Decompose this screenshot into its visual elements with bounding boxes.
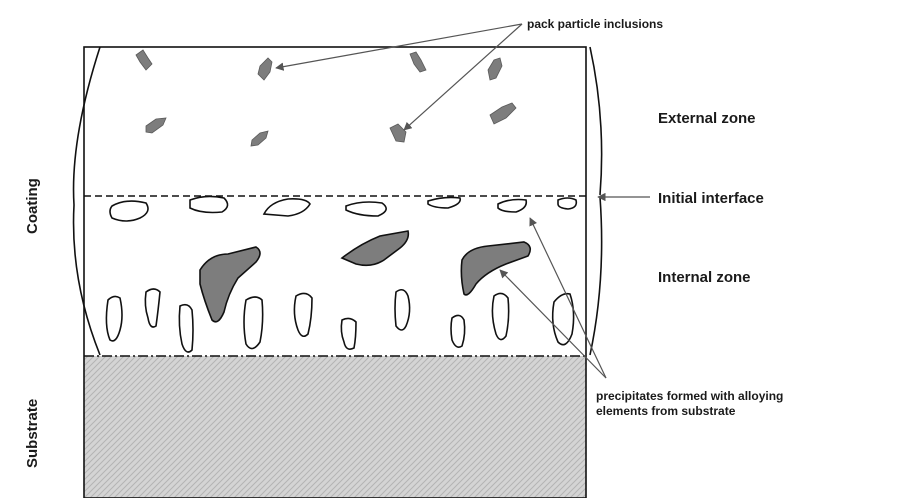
interface-oxide [346, 202, 386, 216]
pack-particle [488, 58, 502, 80]
pack-particle [410, 52, 426, 72]
pack-particle [251, 131, 268, 146]
internal-column [106, 296, 122, 340]
internal-column [294, 293, 312, 336]
interface-oxide [428, 197, 460, 208]
external-zone-brace [590, 47, 602, 195]
internal-zone-brace [590, 197, 602, 355]
internal-column [341, 318, 356, 349]
pack-particle [258, 58, 272, 80]
pack-inclusions-label: pack particle inclusions [527, 17, 663, 31]
internal-column [179, 305, 193, 352]
coating-side-label: Coating [24, 178, 41, 234]
internal-columns [106, 289, 573, 352]
interface-oxide [558, 198, 576, 209]
interface-oxides [110, 196, 576, 221]
internal-column [492, 293, 508, 339]
internal-zone-label: Internal zone [658, 269, 751, 286]
interface-oxide [110, 201, 148, 221]
external-zone-label: External zone [658, 110, 756, 127]
interface-oxide [190, 196, 228, 212]
internal-column [553, 294, 574, 345]
pack-particle [390, 124, 406, 142]
pack-particle [146, 118, 166, 133]
internal-column [244, 297, 263, 349]
precipitates-label-line1: precipitates formed with alloying [596, 389, 783, 403]
precipitate [342, 231, 408, 265]
pack-particle [136, 50, 152, 70]
precipitate [461, 242, 530, 295]
internal-column [145, 289, 160, 327]
precipitates-label-line2: elements from substrate [596, 404, 736, 418]
internal-column [395, 290, 410, 330]
interface-oxide [498, 200, 526, 213]
substrate-side-label: Substrate [24, 399, 41, 468]
interface-oxide [264, 199, 310, 216]
internal-column [451, 315, 465, 347]
pack-particle [490, 103, 516, 124]
pack-arrow-1 [276, 24, 522, 68]
initial-interface-label: Initial interface [658, 190, 764, 207]
substrate-region [84, 356, 586, 498]
coating-brace [74, 47, 100, 355]
precipitate-arrow-1 [530, 218, 606, 378]
pack-particles [136, 50, 516, 146]
